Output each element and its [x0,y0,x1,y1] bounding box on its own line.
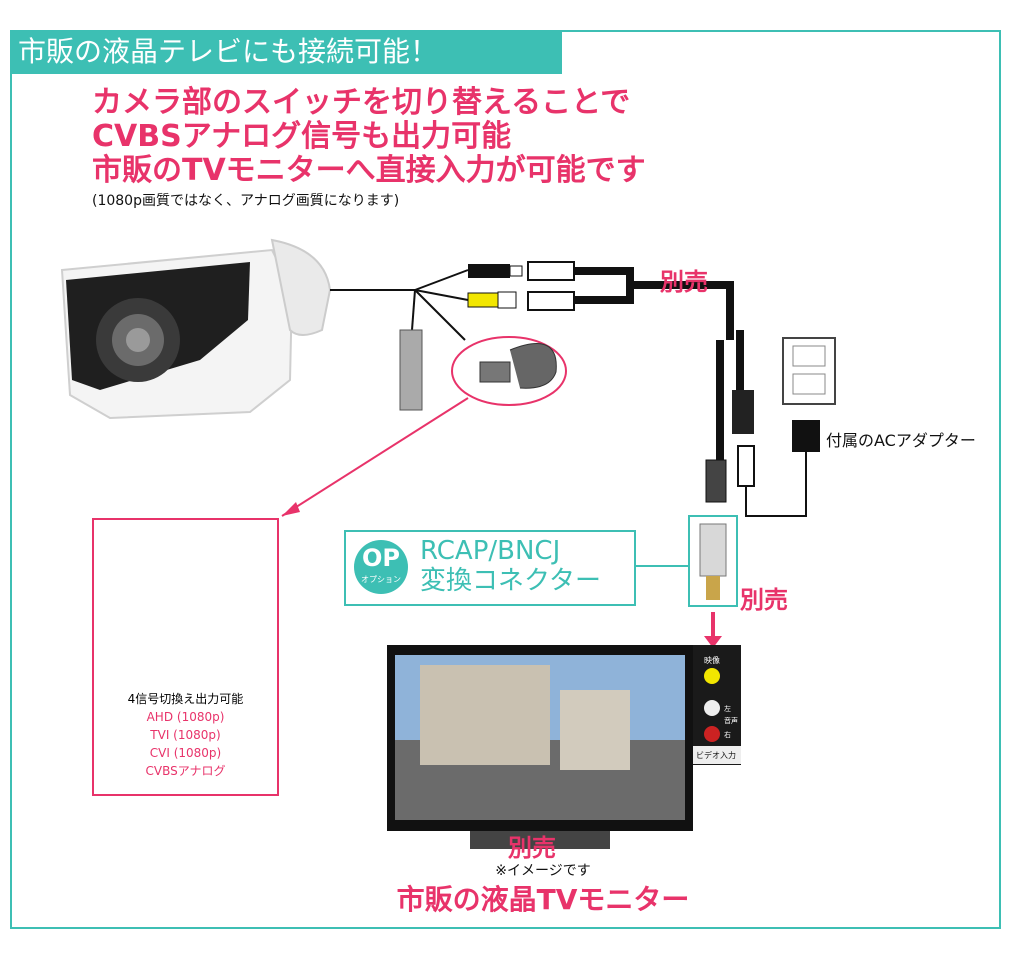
headline-line-2: CVBSアナログ信号も出力可能 [92,119,512,154]
signal-list: 4信号切換え出力可能 AHD (1080p) TVI (1080p) CVI (… [94,690,277,780]
switch-panel: ON 1 2 4信号切換え出力可能 AHD (1080p) TVI (1080p… [92,518,279,796]
signal-title: 4信号切換え出力可能 [127,692,244,706]
option-name-line-2: 変換コネクター [420,566,601,596]
cable-bundle [330,269,469,341]
page-title: 市販の液晶テレビにも接続可能！ [10,30,562,74]
sold-separately-tv: 別売 [508,834,556,862]
rca-bnc-connector [632,515,738,607]
sold-separately-cable: 別売 [660,268,708,296]
option-name: RCAP/BNCJ 変換コネクター [420,536,601,596]
option-badge: OP オプション [354,540,408,594]
tv-audio-label: 音声 [724,717,738,725]
tv-left-label: 左 [724,705,731,713]
bullet-camera [60,238,332,420]
signal-item: CVI (1080p) [149,746,222,760]
tv-video-input-label: ビデオ入力 [696,751,736,760]
headline-line-1: カメラ部のスイッチを切り替えることで [92,85,631,120]
video-plug [467,292,499,308]
signal-item: AHD (1080p) [146,710,225,724]
option-badge-text: OP [362,544,400,572]
tv-video-label: 映像 [704,656,720,665]
adapter-label: 付属のACアダプター [826,431,976,450]
tv-title: 市販の液晶TVモニター [396,883,690,916]
signal-item: TVI (1080p) [150,728,221,742]
callout-line [281,397,469,517]
dc-plug [468,264,510,278]
tv-right-label: 右 [724,731,731,739]
headline-line-3: 市販のTVモニターへ直接入力が可能です [92,153,646,188]
dip-1-label: 1 [152,600,161,616]
quality-note: (1080p画質ではなく、アナログ画質になります) [92,193,400,209]
osd-connector [399,329,423,411]
ac-adapter [745,337,836,517]
dip-on-label: ON [156,559,173,581]
sold-separately-connector: 別売 [740,586,788,614]
tv-image-note: ※イメージです [495,863,591,879]
tv-monitor [387,645,741,849]
option-badge-subtext: オプション [361,575,401,584]
option-connector-box: OP オプション RCAP/BNCJ 変換コネクター [344,530,636,606]
signal-item: CVBSアナログ [145,764,226,778]
dip-2-label: 2 [172,600,181,616]
option-name-line-1: RCAP/BNCJ [420,536,561,566]
